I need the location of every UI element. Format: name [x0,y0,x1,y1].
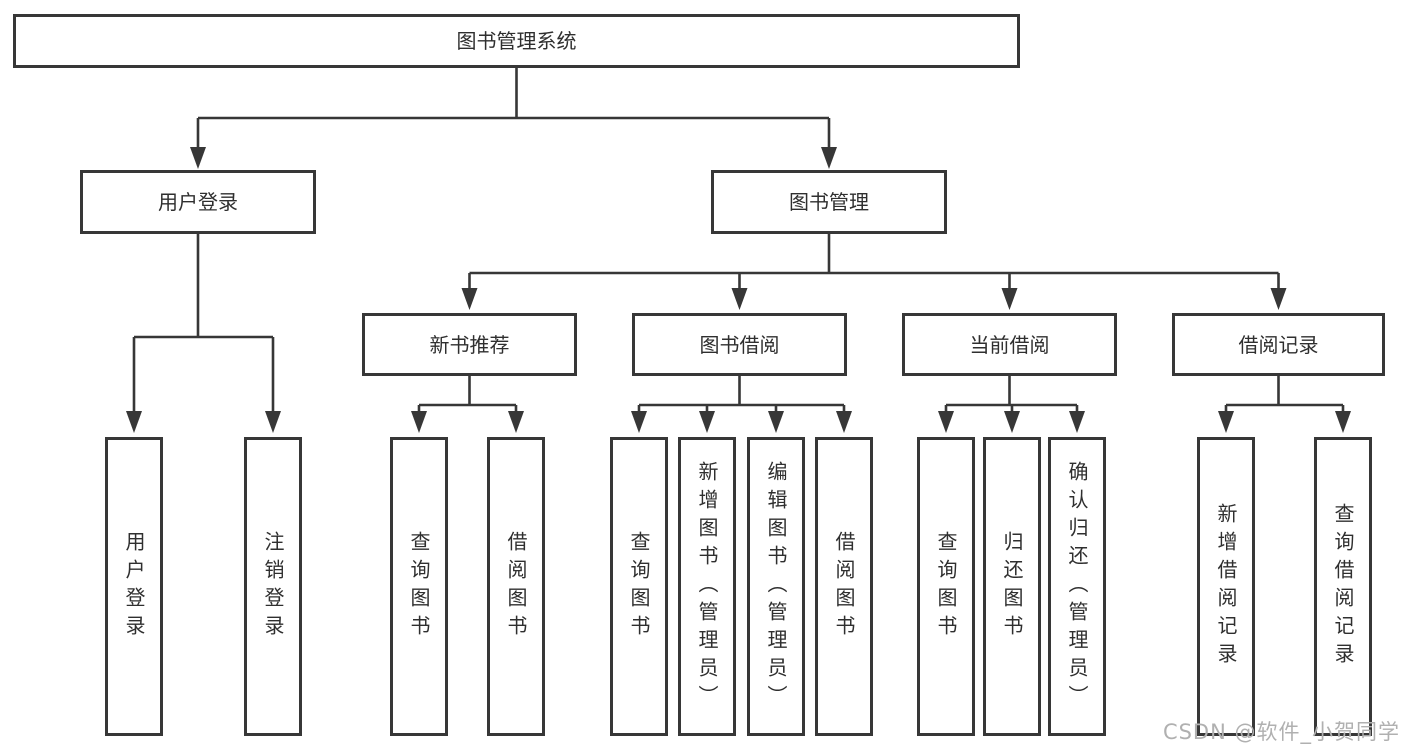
leaf-add-borrow-record-label: 新增借阅记录 [1214,502,1238,671]
leaf-recommend-query-books-label: 查询图书 [407,530,431,643]
leaf-query-borrow-record-label: 查询借阅记录 [1331,502,1355,671]
connector-current-split [938,375,1085,433]
node-borrow-records: 借阅记录 [1172,313,1385,376]
node-user-login-label: 用户登录 [158,190,238,214]
leaf-recommend-borrow-books: 借阅图书 [487,437,545,736]
leaf-current-query-books: 查询图书 [917,437,975,736]
leaf-recommend-borrow-books-label: 借阅图书 [504,530,528,643]
node-current-borrow-label: 当前借阅 [969,332,1050,357]
node-book-management-label: 图书管理 [789,190,869,214]
leaf-edit-books-admin-label: 编辑图书（管理员） [764,460,788,713]
node-new-book-recommend-label: 新书推荐 [429,332,510,357]
csdn-watermark: CSDN @软件_小贺同学 [1162,720,1400,744]
leaf-add-borrow-record: 新增借阅记录 [1197,437,1255,736]
leaf-return-books: 归还图书 [983,437,1041,736]
node-new-book-recommend: 新书推荐 [362,313,577,376]
leaf-return-books-label: 归还图书 [1000,530,1024,643]
connector-records-split [1218,375,1351,433]
leaf-query-borrow-record: 查询借阅记录 [1314,437,1372,736]
node-book-borrow: 图书借阅 [632,313,847,376]
leaf-confirm-return-admin: 确认归还（管理员） [1048,437,1106,736]
leaf-add-books-admin-label: 新增图书（管理员） [695,460,719,713]
leaf-current-query-books-label: 查询图书 [934,530,958,643]
leaf-user-login: 用户登录 [105,437,163,736]
node-user-login: 用户登录 [80,170,316,234]
node-book-borrow-label: 图书借阅 [699,332,780,357]
node-book-management: 图书管理 [711,170,947,234]
leaf-borrow-books: 借阅图书 [815,437,873,736]
leaf-borrow-query-books-label: 查询图书 [627,530,651,643]
leaf-user-login-label: 用户登录 [122,530,146,643]
connector-borrow-split [631,375,852,433]
node-root-label: 图书管理系统 [456,29,577,53]
node-current-borrow: 当前借阅 [902,313,1117,376]
connector-mgmt-split [461,234,1287,310]
leaf-logout: 注销登录 [244,437,302,736]
node-root: 图书管理系统 [13,14,1020,68]
leaf-borrow-query-books: 查询图书 [610,437,668,736]
leaf-borrow-books-label: 借阅图书 [832,530,856,643]
leaf-edit-books-admin: 编辑图书（管理员） [747,437,805,736]
leaf-recommend-query-books: 查询图书 [390,437,448,736]
leaf-logout-label: 注销登录 [261,530,285,643]
node-borrow-records-label: 借阅记录 [1238,332,1319,357]
leaf-add-books-admin: 新增图书（管理员） [678,437,736,736]
connector-root-split [190,67,837,169]
connector-newbook-split [411,375,524,433]
leaf-confirm-return-admin-label: 确认归还（管理员） [1065,460,1089,713]
connector-login-split [126,234,281,433]
